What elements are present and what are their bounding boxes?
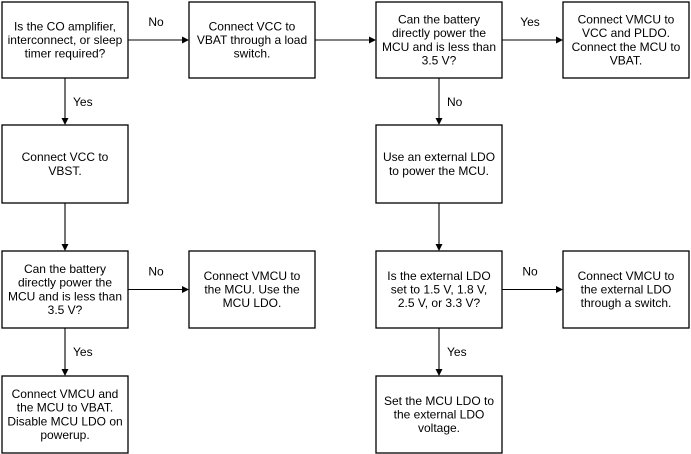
arrowhead <box>369 36 376 44</box>
node-text-line: Use an external LDO <box>383 150 495 164</box>
node-text-line: Connect VMCU and <box>12 387 119 401</box>
node-text-line: the MCU. Use the <box>204 283 300 297</box>
node-q-co: Is the CO amplifier,interconnect, or sle… <box>1 1 129 79</box>
node-text-line: Is the CO amplifier, <box>14 19 116 33</box>
arrowhead <box>61 369 69 376</box>
arrowhead <box>435 118 443 125</box>
node-text-line: Can the battery <box>398 13 480 27</box>
edge-label-yes: Yes <box>447 345 467 359</box>
edge-label-no: No <box>148 15 164 29</box>
node-box <box>1 250 129 329</box>
edge-q-battery-2-to-vmcu-mcu-ldo: No <box>128 265 189 293</box>
edge-q-ext-ldo-to-mcu-ldo-ext: Yes <box>435 328 467 376</box>
edge-q-co-to-vcc-vbat: No <box>128 15 189 44</box>
arrowhead <box>61 244 69 251</box>
node-text-line: Connect VMCU to <box>204 269 301 283</box>
node-text-line: 3.5 V? <box>48 303 83 317</box>
node-text-line: Can the battery <box>24 262 106 276</box>
node-text-line: Connect VCC to <box>209 19 296 33</box>
node-text-line: 3.5 V? <box>422 53 457 67</box>
node-text-line: to power the MCU. <box>389 164 489 178</box>
node-text-line: interconnect, or sleep <box>8 33 123 47</box>
node-text-line: directly power the <box>392 26 486 40</box>
node-text-line: 2.5 V, or 3.3 V? <box>398 296 481 310</box>
edge-q-battery-1-to-vmcu-vcc-pldo: Yes <box>502 15 563 44</box>
node-box <box>1 1 129 79</box>
edge-vcc-vbat-to-q-battery-1 <box>315 36 376 44</box>
edge-q-battery-1-to-ext-ldo: No <box>435 78 463 125</box>
edge-label-no: No <box>447 95 463 109</box>
node-text-line: the MCU to VBAT. <box>17 401 113 415</box>
node-text-line: VCC and PLDO. <box>582 26 670 40</box>
node-box <box>1 124 129 204</box>
arrowhead <box>61 118 69 125</box>
edge-q-battery-2-to-vmcu-vbat-disable: Yes <box>61 328 93 376</box>
node-text-line: timer required? <box>25 47 106 61</box>
node-text-line: powerup. <box>40 428 89 442</box>
node-text-line: Connect VMCU to <box>578 269 675 283</box>
edge-q-co-to-vcc-vbst: Yes <box>61 78 93 125</box>
node-box <box>375 250 503 329</box>
node-text-line: voltage. <box>418 421 460 435</box>
node-text-line: through a switch. <box>581 296 672 310</box>
edge-vcc-vbst-to-q-battery-2 <box>61 203 69 251</box>
node-box <box>375 1 503 79</box>
arrowhead <box>435 244 443 251</box>
node-box <box>562 1 690 79</box>
arrowhead <box>435 369 443 376</box>
node-box <box>562 250 690 329</box>
node-text-line: set to 1.5 V, 1.8 V, <box>391 283 488 297</box>
edge-label-no: No <box>522 265 538 279</box>
arrowhead <box>182 36 189 44</box>
edge-q-ext-ldo-to-vmcu-ext-switch: No <box>502 265 563 293</box>
node-box <box>188 250 316 329</box>
node-text-line: Connect the MCU to <box>572 40 681 54</box>
edge-label-yes: Yes <box>520 15 540 29</box>
node-text-line: the external LDO <box>581 283 672 297</box>
node-text-line: Connect VCC to <box>22 150 109 164</box>
node-box <box>375 375 503 454</box>
node-text-line: Is the external LDO <box>387 269 490 283</box>
arrowhead <box>556 36 563 44</box>
edge-label-no: No <box>148 265 164 279</box>
arrowhead <box>556 286 563 293</box>
node-text-line: MCU and is less than <box>8 289 122 303</box>
node-text-line: the external LDO <box>394 408 485 422</box>
node-text-line: VBST. <box>48 164 81 178</box>
edge-label-yes: Yes <box>73 345 93 359</box>
node-text-line: Set the MCU LDO to <box>384 394 494 408</box>
node-box <box>1 375 129 454</box>
node-box <box>188 1 316 79</box>
node-box <box>375 124 503 204</box>
node-text-line: MCU and is less than <box>382 40 496 54</box>
node-text-line: VBAT through a load <box>197 33 307 47</box>
node-text-line: Disable MCU LDO on <box>7 414 122 428</box>
edge-ext-ldo-to-q-ext-ldo <box>435 203 443 251</box>
node-text-line: MCU LDO. <box>223 296 282 310</box>
node-text-line: Connect VMCU to <box>578 13 675 27</box>
arrowhead <box>182 286 189 293</box>
node-text-line: switch. <box>234 47 271 61</box>
node-text-line: directly power the <box>18 276 112 290</box>
edge-label-yes: Yes <box>73 95 93 109</box>
node-text-line: VBAT. <box>610 53 642 67</box>
